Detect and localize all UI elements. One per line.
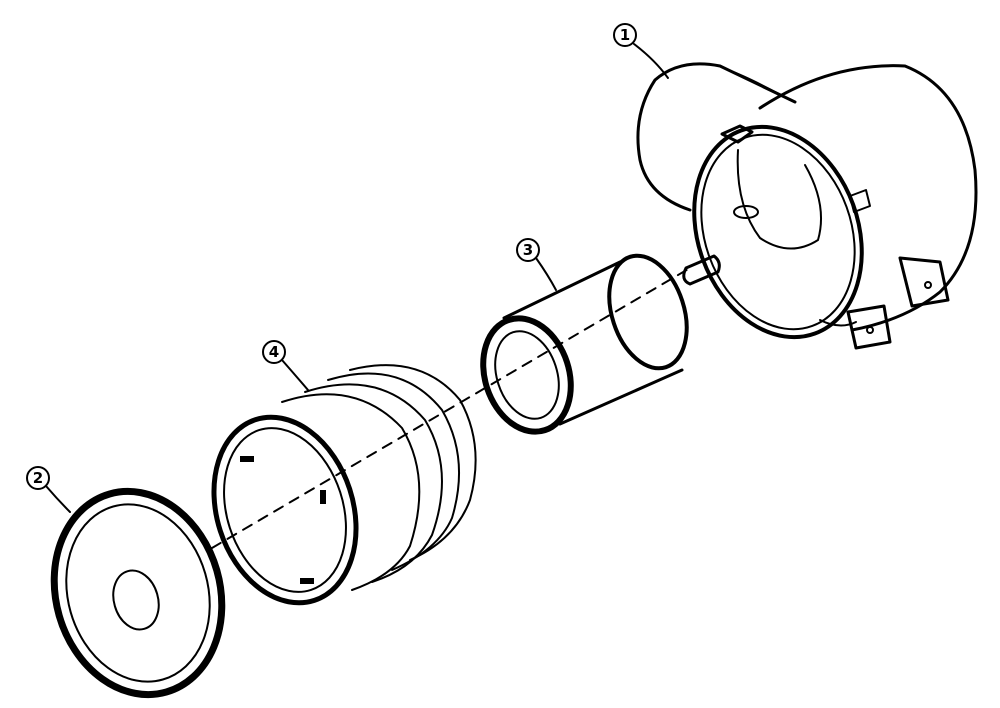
callout-part-3: 3 bbox=[516, 238, 557, 291]
assembly-center-axis bbox=[211, 267, 691, 549]
inner-filter-sides bbox=[502, 260, 684, 426]
callout-label-4: 4 bbox=[269, 343, 279, 361]
inner-filter-back-seal bbox=[607, 253, 689, 371]
housing-bolt-1 bbox=[924, 281, 932, 289]
primary-filter-pleat-3 bbox=[281, 393, 421, 591]
inner-filter-front-seal-outer bbox=[480, 315, 574, 435]
primary-filter-front-ring-inner bbox=[223, 427, 347, 593]
housing-inner-hole bbox=[733, 205, 759, 219]
housing-bottom-clamp bbox=[819, 319, 857, 327]
callout-label-2: 2 bbox=[33, 469, 43, 487]
housing bbox=[636, 62, 978, 350]
primary-filter-front-ring-outer bbox=[211, 414, 359, 606]
end-cover-rim-outer bbox=[50, 487, 226, 699]
housing-outlet-tube bbox=[636, 62, 797, 212]
callout-circle-1 bbox=[613, 23, 637, 47]
inner-filter-front-seal-inner bbox=[494, 330, 560, 420]
housing-inner-duct bbox=[736, 149, 822, 250]
primary-filter bbox=[211, 364, 477, 606]
housing-mount-bracket-1 bbox=[898, 256, 950, 308]
housing-body-outline bbox=[758, 64, 978, 332]
callout-leader-3 bbox=[535, 257, 557, 291]
callout-part-4: 4 bbox=[262, 340, 309, 391]
housing-mount-bracket-2 bbox=[846, 304, 892, 350]
primary-filter-tab-1 bbox=[240, 456, 254, 462]
callout-circle-2 bbox=[26, 466, 50, 490]
callout-part-1: 1 bbox=[613, 23, 669, 79]
callout-leader-1 bbox=[633, 43, 669, 79]
housing-bolt-2 bbox=[866, 326, 874, 334]
primary-filter-pleat-1 bbox=[304, 383, 443, 583]
end-cover-rim-inner bbox=[65, 503, 211, 683]
callout-label-1: 1 bbox=[620, 26, 630, 44]
callout-circle-3 bbox=[516, 238, 540, 262]
primary-filter-tab-2 bbox=[300, 578, 314, 584]
callout-leader-4 bbox=[281, 359, 309, 391]
callout-label-3: 3 bbox=[523, 241, 533, 259]
housing-top-clamp bbox=[720, 124, 754, 144]
housing-outlet-seam bbox=[727, 69, 791, 101]
housing-center-stud bbox=[682, 254, 721, 286]
end-cover bbox=[50, 487, 226, 699]
callout-leader-2 bbox=[45, 485, 71, 513]
housing-side-latch bbox=[849, 189, 871, 213]
end-cover-center-hole bbox=[112, 569, 160, 631]
primary-filter-tab-3 bbox=[320, 490, 326, 504]
inner-filter bbox=[480, 253, 689, 435]
callout-circle-4 bbox=[262, 340, 286, 364]
primary-filter-pleat-2 bbox=[327, 372, 461, 571]
callout-part-2: 2 bbox=[26, 466, 71, 513]
primary-filter-back-end bbox=[349, 364, 477, 561]
